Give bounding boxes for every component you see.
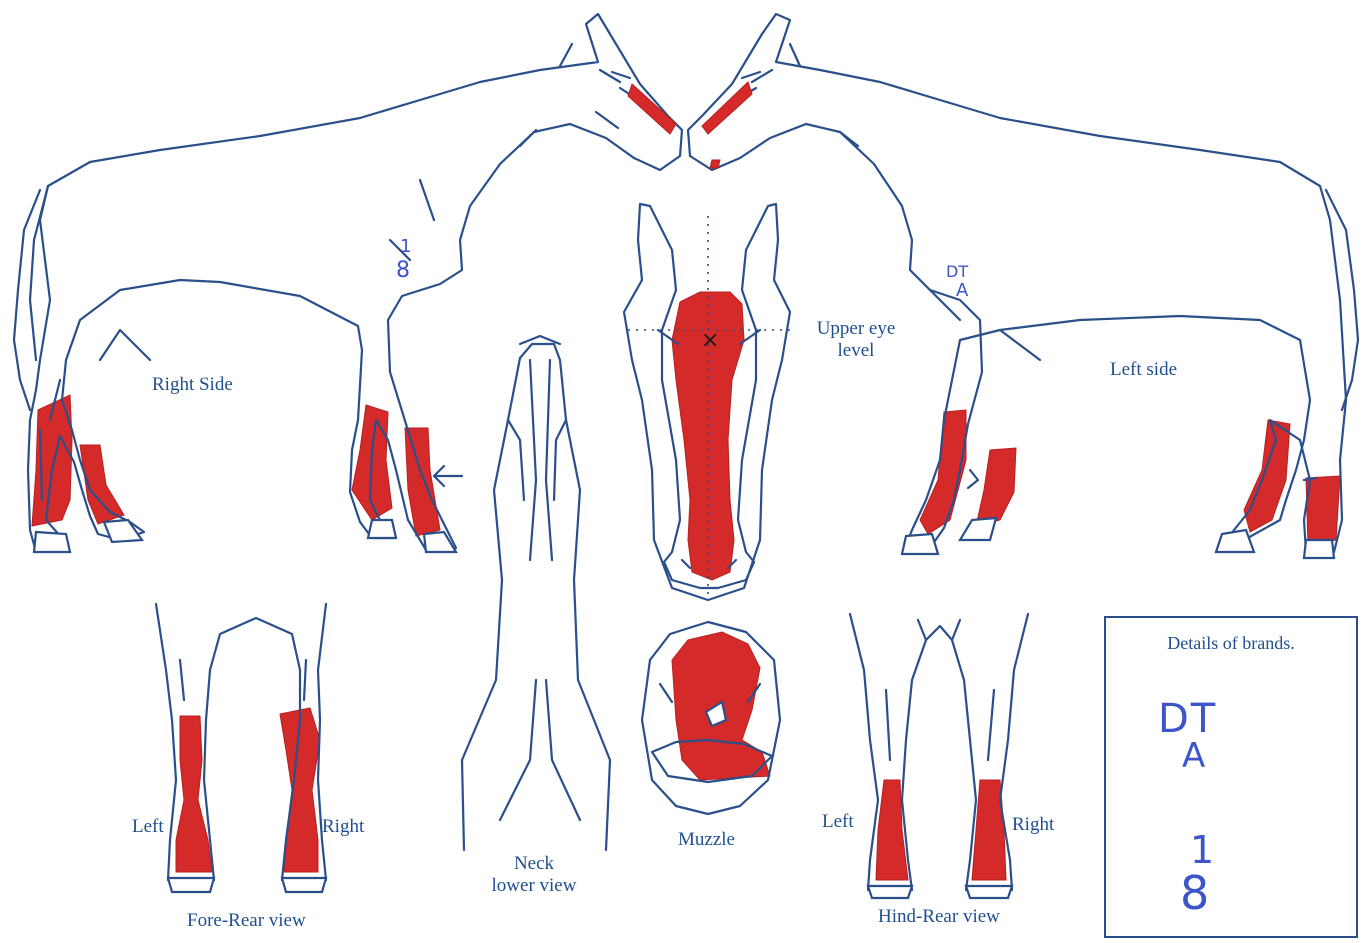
left-side-fore-leg-marking-2 — [976, 448, 1016, 526]
fore-right-label: Right — [322, 816, 364, 838]
upper-eye-level-line1: Upper eye — [808, 318, 904, 340]
brand-1-bottom: A — [1182, 736, 1205, 776]
hind-rear-view-label: Hind-Rear view — [878, 906, 1000, 928]
left-side-hind-leg-marking-1 — [1244, 420, 1290, 532]
right-shoulder-brand-bottom: 8 — [396, 258, 410, 283]
right-shoulder-brand-top: 1 — [400, 236, 411, 257]
front-head-view: × — [624, 204, 792, 600]
hind-right-label: Right — [1012, 814, 1054, 836]
left-side-body-outline — [688, 14, 1346, 552]
right-side-hoof — [368, 520, 396, 538]
fore-rear-view-label: Fore-Rear view — [187, 910, 306, 932]
brand-details-title: Details of brands. — [1106, 632, 1356, 654]
fore-left-leg-marking — [176, 716, 212, 872]
upper-eye-level-label: Upper eye level — [808, 318, 904, 362]
left-shoulder-brand-bottom: A — [956, 280, 968, 301]
left-side-horse — [688, 14, 1358, 558]
right-side-horse — [14, 14, 682, 552]
left-side-hoof — [1304, 540, 1334, 558]
left-side-hoof — [902, 534, 938, 554]
right-side-fore-leg-marking-2 — [405, 428, 440, 536]
right-side-label: Right Side — [152, 374, 233, 396]
upper-eye-level-line2: level — [808, 340, 904, 362]
neck-lower-view-label: Neck lower view — [474, 853, 594, 897]
eye-level-cross-mark: × — [701, 328, 719, 353]
left-side-hoof — [960, 518, 996, 540]
right-side-face-stripe — [628, 84, 676, 134]
brand-2-bottom: 8 — [1180, 866, 1209, 920]
muzzle-label: Muzzle — [678, 829, 735, 851]
fore-left-label: Left — [132, 816, 164, 838]
right-side-hoof — [104, 520, 142, 542]
fore-rear-view — [156, 604, 326, 892]
left-side-label: Left side — [1110, 359, 1177, 381]
right-side-arrow — [434, 466, 462, 486]
left-side-hoof — [1216, 530, 1254, 552]
neck-line1: Neck — [474, 853, 594, 875]
right-side-hoof — [424, 532, 456, 552]
brand-details-box: Details of brands. DT A 1 8 — [1104, 616, 1358, 938]
neck-line2: lower view — [474, 875, 594, 897]
muzzle-view — [642, 622, 780, 814]
right-side-body-outline — [28, 14, 682, 552]
left-shoulder-brand-top: DT — [946, 262, 968, 281]
hind-left-label: Left — [822, 811, 854, 833]
neck-lower-view — [462, 336, 610, 850]
right-side-hoof — [34, 532, 70, 552]
left-side-hind-leg-marking-2 — [1306, 476, 1340, 546]
hind-rear-view — [850, 614, 1028, 898]
neck-outline — [462, 344, 610, 850]
right-side-hind-leg-marking-2 — [80, 445, 124, 524]
